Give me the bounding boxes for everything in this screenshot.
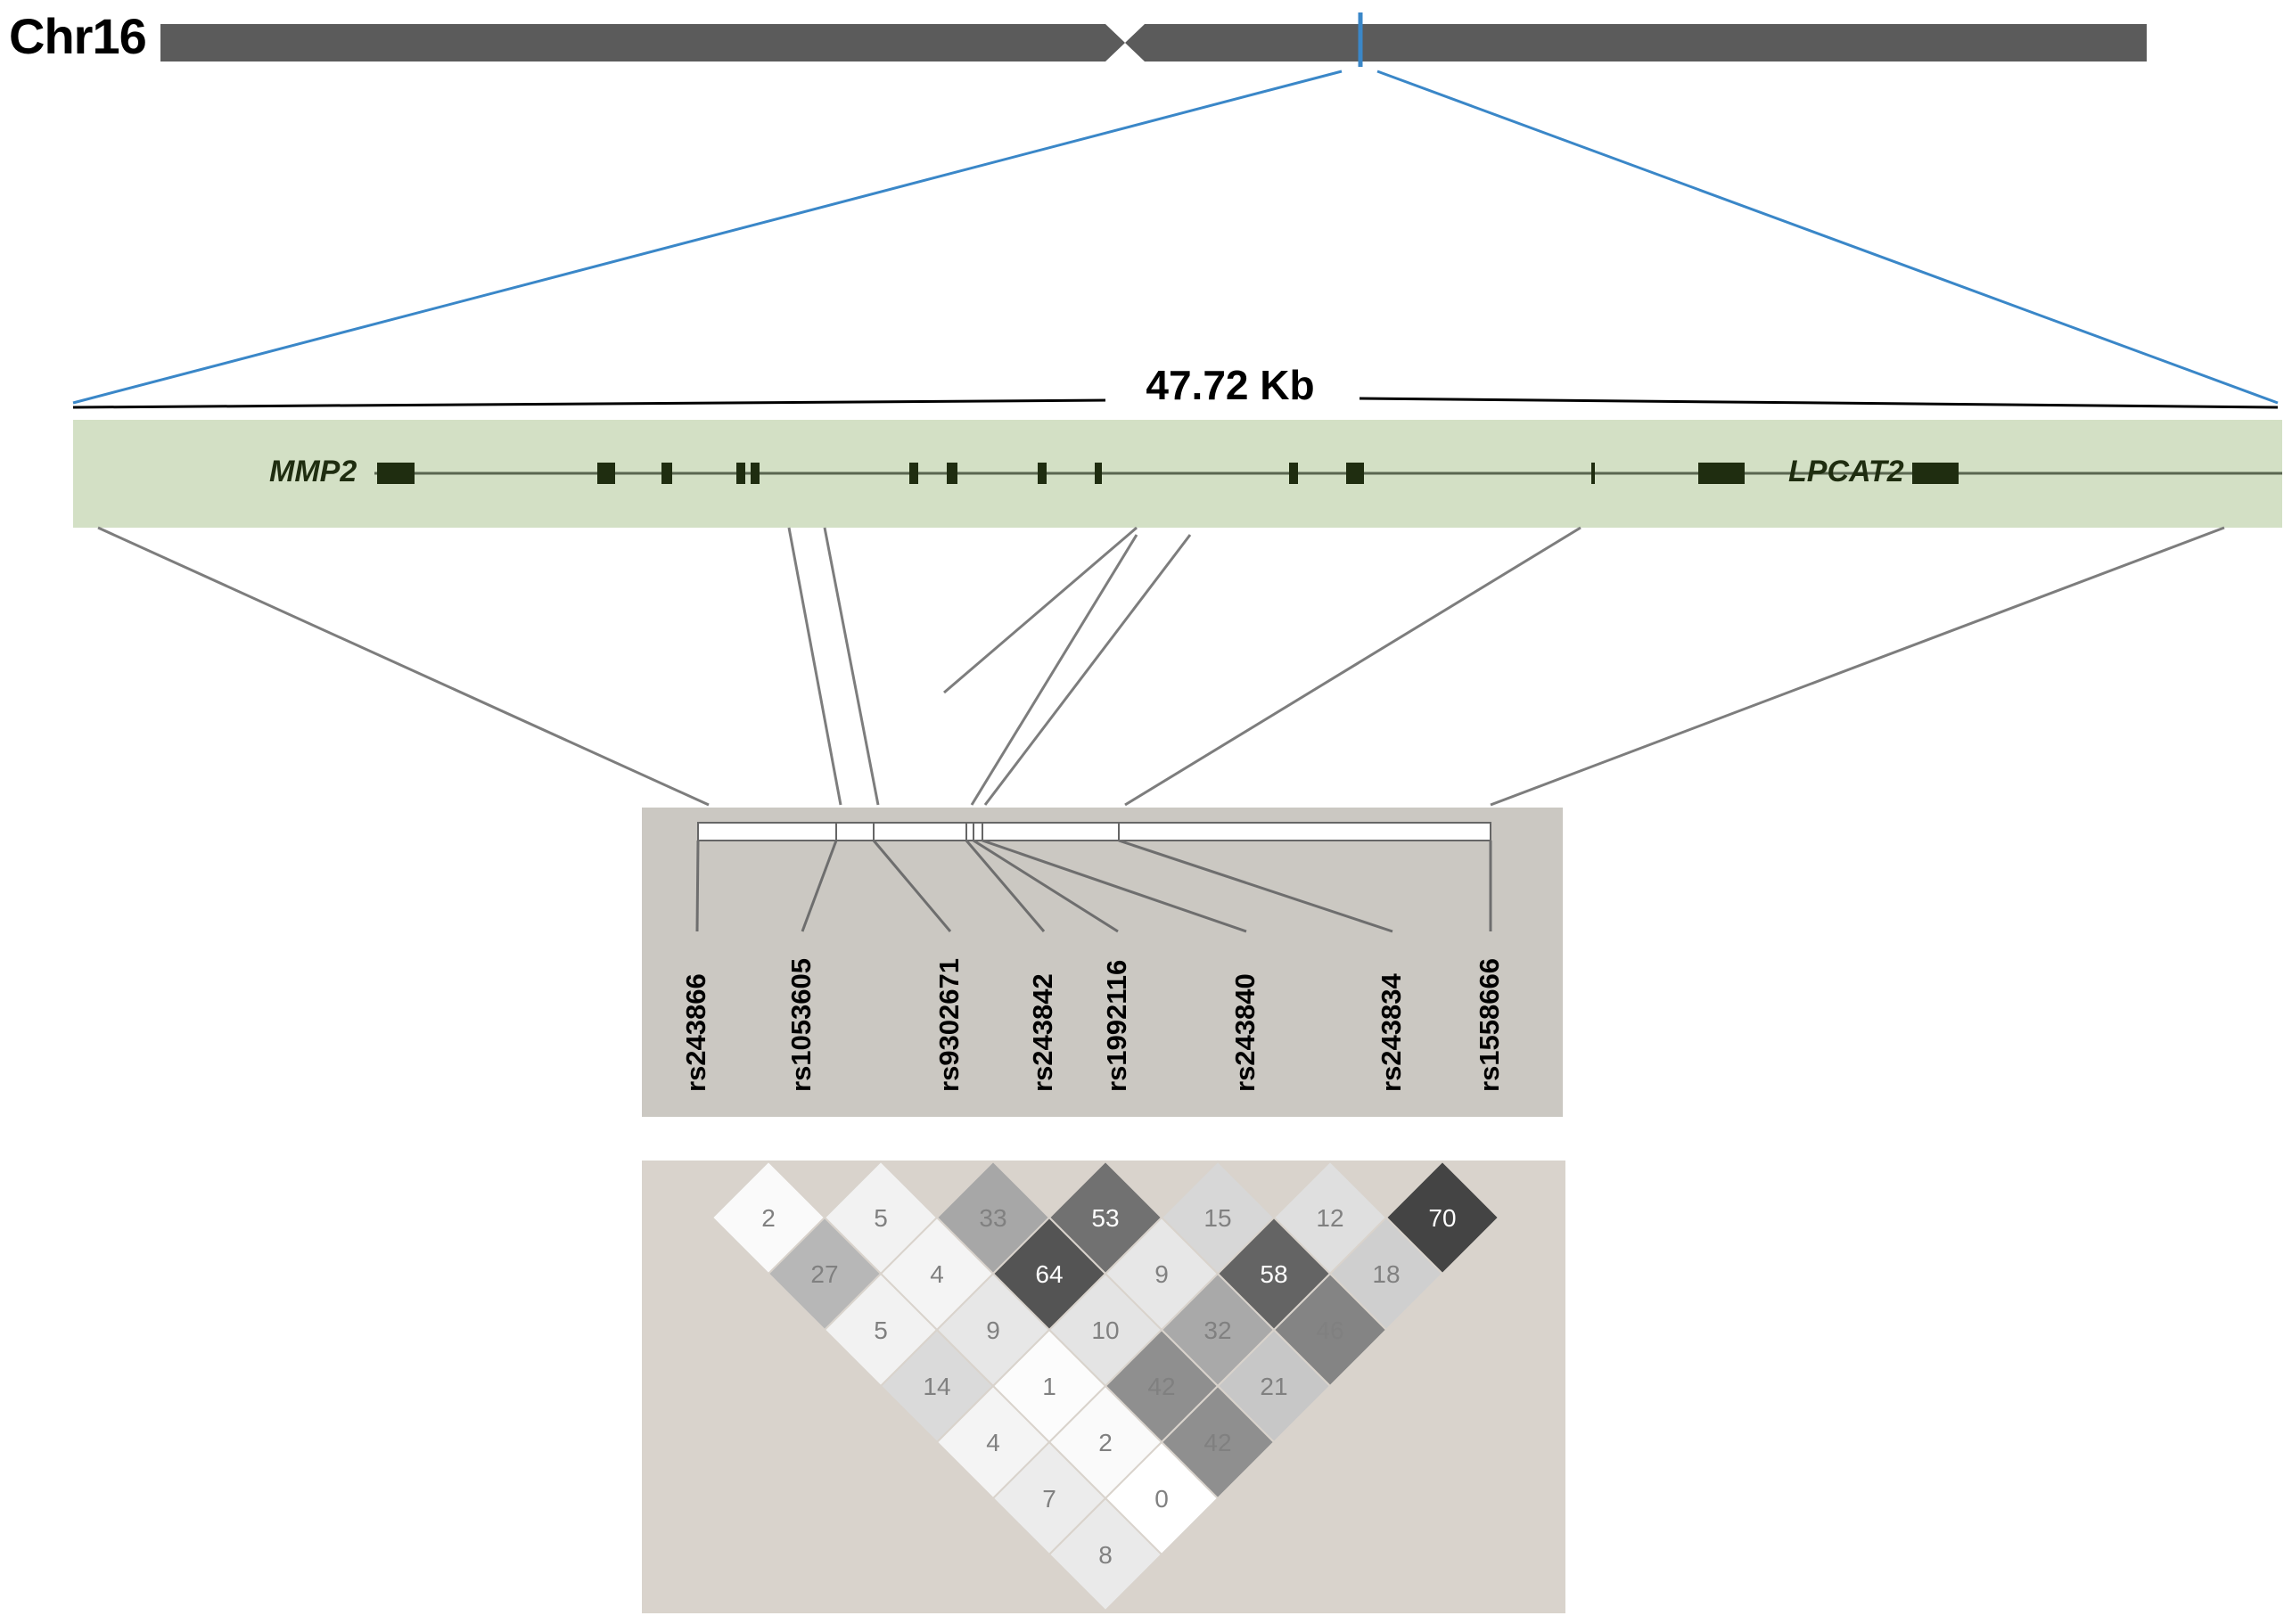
scale-bar-right <box>1359 397 2279 409</box>
snp-leader-line <box>965 840 1046 932</box>
chromosome-label: Chr16 <box>9 8 147 64</box>
ld-cell-value: 9 <box>1154 1260 1169 1288</box>
zoom-line-right <box>1376 70 2279 405</box>
ld-cell-value: 14 <box>923 1373 950 1400</box>
exon-block <box>751 463 760 484</box>
ld-cell-value: 33 <box>979 1204 1006 1232</box>
snp-leader-line <box>872 840 952 932</box>
exon-block <box>1346 463 1364 484</box>
ld-cell-value: 12 <box>1316 1204 1343 1232</box>
zoom-line-left <box>72 70 1343 405</box>
snp-label: rs1992116 <box>1101 959 1132 1092</box>
exon-block <box>947 463 957 484</box>
scale-bar-left <box>72 398 1111 409</box>
ld-cell-value: 32 <box>1204 1316 1231 1344</box>
snp-label: rs1558666 <box>1474 958 1505 1092</box>
ld-cell-value: 4 <box>986 1429 1000 1456</box>
snp-label: rs243866 <box>680 973 711 1092</box>
exon-block <box>1912 463 1959 484</box>
ld-cell-value: 42 <box>1147 1373 1175 1400</box>
ld-cell-value: 4 <box>930 1260 944 1288</box>
ld-cell <box>1047 1497 1163 1612</box>
snp-label: rs243840 <box>1229 973 1261 1092</box>
snp-connector-group <box>97 526 2225 807</box>
ld-cell-value: 64 <box>1035 1260 1063 1288</box>
exon-block <box>909 463 918 484</box>
ld-cell-value: 42 <box>1204 1429 1231 1456</box>
snp-panel <box>642 808 1563 1117</box>
exon-block <box>1095 463 1102 484</box>
ld-cell-value: 58 <box>1260 1260 1287 1288</box>
ld-cell-value: 53 <box>1091 1204 1119 1232</box>
exon-group <box>377 463 1959 484</box>
ld-cell-value: 0 <box>1154 1485 1169 1513</box>
ld-cell-value: 2 <box>761 1204 776 1232</box>
ld-cell-value: 15 <box>1204 1204 1231 1232</box>
exon-block <box>736 463 745 484</box>
snp-leader-line <box>982 839 1247 933</box>
snp-leader-line <box>1118 839 1393 933</box>
ld-cell-value: 1 <box>1042 1373 1056 1400</box>
snp-label: rs243842 <box>1027 973 1058 1092</box>
snp-connector-line <box>97 526 710 807</box>
exon-block <box>1698 463 1745 484</box>
ld-cell-value: 70 <box>1428 1204 1456 1232</box>
region-size-label: 47.72 Kb <box>1105 361 1355 409</box>
snp-leader-group <box>695 839 1492 933</box>
ld-cell-value: 5 <box>874 1204 888 1232</box>
snp-connector-line <box>970 534 1138 806</box>
exon-block <box>1591 463 1595 484</box>
snp-bar-track <box>697 822 1491 841</box>
ld-cell-value: 2 <box>1098 1429 1113 1456</box>
snp-connector-line <box>787 527 842 806</box>
chromosome-ideogram <box>160 24 1125 62</box>
gene-label-lpcat2: LPCAT2 <box>1788 455 1904 488</box>
snp-connector-line <box>943 526 1138 694</box>
snp-label: rs243834 <box>1376 973 1407 1092</box>
exon-block <box>661 463 672 484</box>
ld-cell-value: 27 <box>810 1260 838 1288</box>
ld-cell-value: 21 <box>1260 1373 1287 1400</box>
exon-block <box>1038 463 1047 484</box>
gene-label-mmp2: MMP2 <box>269 455 357 488</box>
snp-leader-line <box>801 840 838 932</box>
chromosome-ideogram-q-arm <box>1125 24 2147 62</box>
ld-cell-value: 7 <box>1042 1485 1056 1513</box>
snp-connector-line <box>1490 526 2225 807</box>
ld-cell-value: 8 <box>1098 1541 1113 1569</box>
snp-label: rs1053605 <box>785 958 817 1092</box>
snp-connector-line <box>1124 526 1581 807</box>
snp-leader-line <box>695 840 700 932</box>
ld-cell-value: 9 <box>986 1316 1000 1344</box>
ld-cell-value: 46 <box>1316 1316 1343 1344</box>
snp-connector-line <box>983 534 1192 806</box>
snp-leader-line <box>973 839 1119 933</box>
exon-block <box>1289 463 1298 484</box>
ld-cell-value: 5 <box>874 1316 888 1344</box>
exon-block <box>377 463 415 484</box>
snp-label: rs9302671 <box>933 958 965 1092</box>
exon-block <box>597 463 615 484</box>
snp-position-bar <box>697 822 1491 841</box>
ld-cell-value: 10 <box>1091 1316 1119 1344</box>
ld-cell-value: 18 <box>1372 1260 1400 1288</box>
snp-connector-line <box>823 527 880 806</box>
